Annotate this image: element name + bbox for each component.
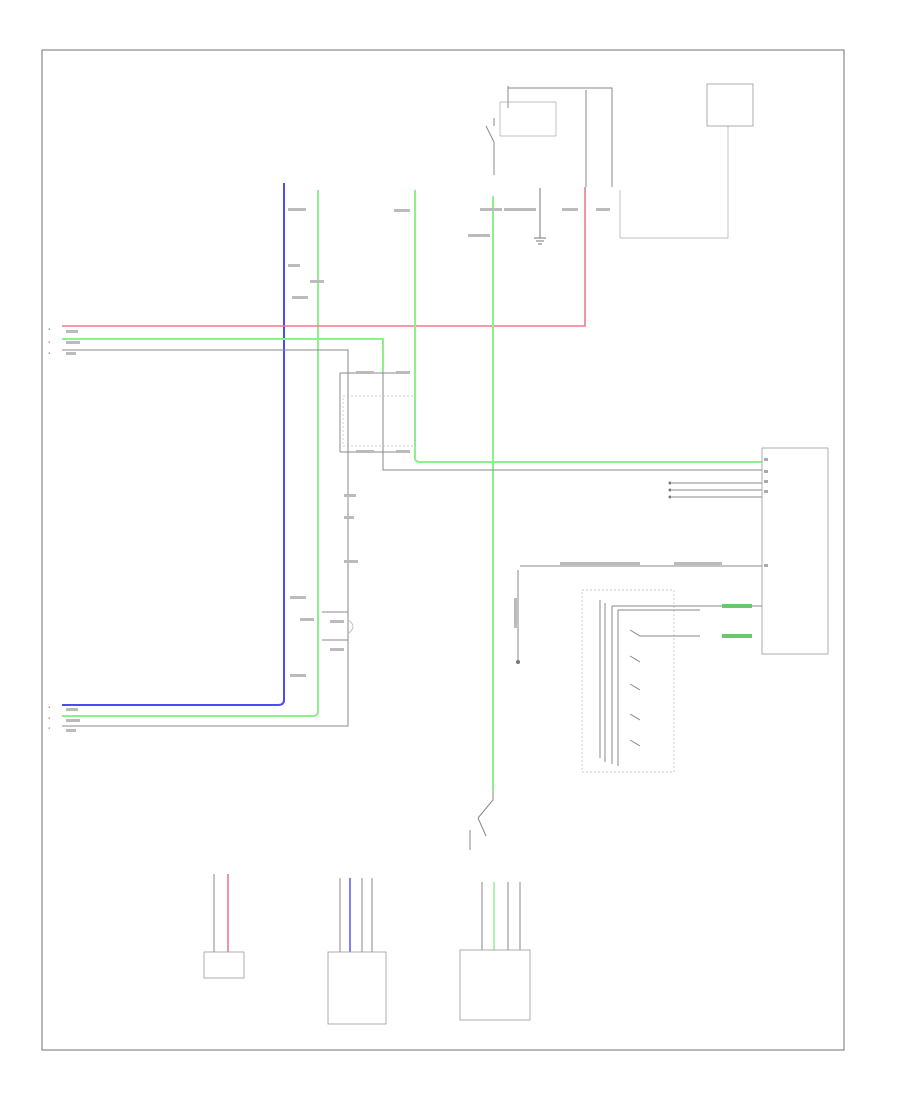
green-wire-right xyxy=(414,190,762,463)
left-arrow-top-c: ◂ xyxy=(48,351,50,355)
junction-right-wire xyxy=(619,126,729,239)
switch-group-box xyxy=(581,589,675,773)
resistor-wires xyxy=(322,611,348,641)
switch-top-box xyxy=(499,101,557,137)
left-arrow-top-b: ◂ xyxy=(48,340,50,344)
red-wire xyxy=(62,187,586,327)
resistor-bracket xyxy=(347,619,354,635)
green-wire-middle xyxy=(62,338,384,372)
conn-mid-box xyxy=(327,951,387,1025)
switch-group-rails xyxy=(599,600,619,766)
conn-right-wires xyxy=(481,882,521,950)
gray-wire-left xyxy=(62,349,349,727)
switch-group-contacts xyxy=(612,605,762,747)
lower-switch-wire xyxy=(469,790,494,850)
switch-group-green-tags xyxy=(722,604,752,638)
signal-tags xyxy=(514,562,722,628)
relay-mid-tags xyxy=(344,371,410,563)
ground-a-symbol xyxy=(534,237,546,245)
module-right-pins xyxy=(764,458,768,567)
left-arrow-bot-c: ◂ xyxy=(48,726,50,730)
left-arrow-bot-b: ◂ xyxy=(48,716,50,720)
left-arrow-top-a: ◂ xyxy=(48,327,50,331)
switch-top-tags xyxy=(468,208,610,237)
conn-right-box xyxy=(459,949,531,1021)
blue-wire xyxy=(62,183,285,706)
resistor-tags xyxy=(300,618,344,651)
relay-mid-wires xyxy=(339,372,762,471)
sensor-drop-dot xyxy=(516,660,520,664)
conn-left-box xyxy=(203,951,245,979)
module-right-wires xyxy=(672,482,762,498)
module-right-box xyxy=(761,447,829,655)
switch-top-contact xyxy=(485,118,495,175)
green-wire-left xyxy=(62,190,319,717)
relay-mid-box xyxy=(342,395,416,447)
junction-top-right-box xyxy=(706,83,754,127)
module-right-dots xyxy=(668,481,672,499)
wire-tags-left xyxy=(66,208,410,732)
conn-mid-wires xyxy=(339,878,373,952)
left-arrow-bot-a: ◂ xyxy=(48,705,50,709)
diagram-frame xyxy=(41,49,845,1051)
switch-top-wire xyxy=(507,86,613,187)
